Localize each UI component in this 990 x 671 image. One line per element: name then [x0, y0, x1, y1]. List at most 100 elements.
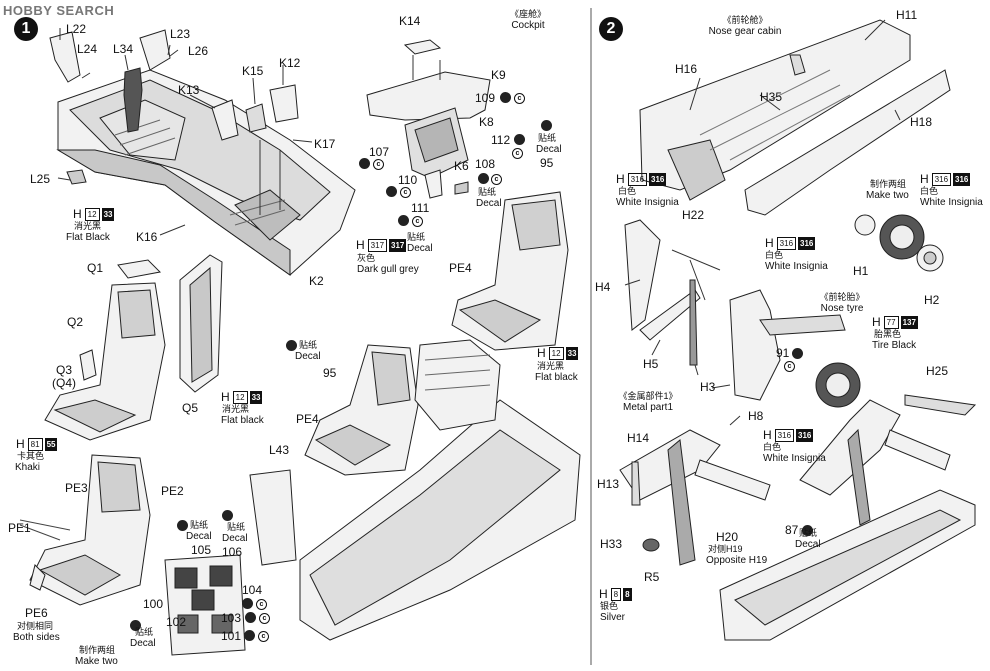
metal-part-title-cn: 《金属部件1》	[618, 391, 678, 401]
decal-label-en: Decal	[222, 533, 248, 544]
step-2-marker: 2	[599, 17, 623, 41]
side-brackets	[49, 29, 171, 83]
note-make-two-cn: 制作两组	[79, 645, 116, 655]
part-label-k9: K9	[491, 68, 506, 82]
decal-icon	[500, 92, 511, 103]
part-label-l43: L43	[269, 443, 290, 457]
decal-icon	[245, 612, 256, 623]
step-1-marker: 1	[14, 17, 38, 41]
instrument-panel-front	[164, 554, 246, 656]
lower-bay	[719, 489, 976, 641]
cockpit-title-en: Cockpit	[511, 20, 545, 31]
part-label-q3: Q3	[56, 363, 73, 377]
decal-number-112: 112	[491, 133, 511, 147]
decal-number-87: 87	[785, 523, 799, 537]
paint-name-en: White Insignia	[763, 453, 826, 464]
part-label-h35: H35	[760, 90, 783, 104]
paint-name-cn: 银色	[600, 601, 619, 611]
decal-c-icon: c	[373, 159, 384, 170]
decal-icon	[802, 525, 813, 536]
decal-label-cn: 贴纸	[135, 627, 154, 637]
cockpit-tub	[56, 69, 356, 276]
part-label-h4: H4	[595, 280, 611, 294]
paint-name-en: Flat Black	[66, 232, 110, 243]
wheels	[815, 214, 944, 408]
decal-number-103: 103	[221, 611, 242, 625]
part-label-pe4-upper: PE4	[449, 261, 472, 275]
decal-number-95-lower: 95	[323, 366, 337, 380]
part-label-pe3: PE3	[65, 481, 88, 495]
part-label-l26: L26	[188, 44, 209, 58]
decal-label-en: Decal	[795, 539, 821, 550]
decal-icon	[222, 510, 233, 521]
decal-c-icon: c	[256, 599, 267, 610]
part-label-h25: H25	[926, 364, 949, 378]
paint-name-en: Tire Black	[872, 340, 917, 351]
seat-top-right	[451, 191, 569, 351]
note-make-two-en: Make two	[75, 656, 118, 667]
part-label-h11: H11	[896, 8, 918, 22]
paint-name-cn: 白色	[920, 186, 939, 196]
part-label-q5: Q5	[182, 401, 199, 415]
decal-c-icon: c	[258, 631, 269, 642]
decal-c-icon: c	[412, 216, 423, 227]
part-label-l23: L23	[170, 27, 191, 41]
decal-label-cn: 贴纸	[478, 187, 497, 197]
paint-name-en: Flat black	[535, 372, 578, 383]
decal-number-100: 100	[143, 597, 164, 611]
note-both-sides-en: Both sides	[13, 632, 60, 643]
paint-name-en: Khaki	[15, 462, 41, 473]
decal-number-108: 108	[475, 157, 496, 171]
nose-gear-bay	[639, 19, 951, 216]
paint-name-en: White Insignia	[765, 261, 828, 272]
seat-rail-q5	[179, 254, 223, 393]
part-label-k16: K16	[136, 230, 158, 244]
part-label-h13: H13	[597, 477, 620, 491]
decal-icon	[514, 134, 525, 145]
part-label-k15: K15	[242, 64, 264, 78]
part-label-pe4-lower: PE4	[296, 412, 319, 426]
part-label-r5: R5	[644, 570, 660, 584]
decal-number-106: 106	[222, 545, 243, 559]
paint-name-en: White Insignia	[616, 197, 679, 208]
part-label-k6: K6	[454, 159, 469, 173]
paint-name-cn: 消光黑	[222, 404, 250, 414]
leader-lines	[57, 28, 313, 236]
paint-name-cn: 卡其色	[17, 451, 45, 461]
part-label-h2: H2	[924, 293, 940, 307]
decal-number-107: 107	[369, 145, 390, 159]
leader-lines-2	[624, 19, 901, 426]
seat-middle	[304, 344, 419, 476]
note-opposite-h19-cn: 对侧H19	[708, 544, 743, 554]
note-make-two-cn: 制作两组	[870, 179, 907, 189]
decal-c-icon: c	[400, 187, 411, 198]
decal-icon	[244, 630, 255, 641]
part-label-q2: Q2	[67, 315, 84, 329]
part-label-k13: K13	[178, 83, 200, 97]
part-label-h3: H3	[700, 380, 716, 394]
decal-label-cn: 贴纸	[299, 340, 318, 350]
paint-name-cn: 灰色	[357, 253, 376, 263]
canopy-frame	[366, 39, 491, 199]
paint-name-en: White Insignia	[920, 197, 983, 208]
decal-number-110: 110	[398, 173, 418, 187]
paint-name-en: Silver	[600, 612, 626, 623]
decal-icon	[792, 348, 803, 359]
decal-icon	[541, 120, 552, 131]
decal-icon	[398, 215, 409, 226]
paint-name-cn: 白色	[765, 250, 784, 260]
seat-q	[44, 259, 166, 441]
paint-name-cn: 消光黑	[74, 221, 102, 231]
decal-c-icon: c	[491, 174, 502, 185]
part-label-l24: L24	[77, 42, 98, 56]
decal-c-icon: c	[512, 148, 523, 159]
part-label-k2: K2	[309, 274, 324, 288]
decal-c-icon: c	[514, 93, 525, 104]
nose-cabin-title-en: Nose gear cabin	[708, 26, 782, 37]
decal-label-cn: 贴纸	[190, 520, 209, 530]
decal-icon	[130, 620, 141, 631]
